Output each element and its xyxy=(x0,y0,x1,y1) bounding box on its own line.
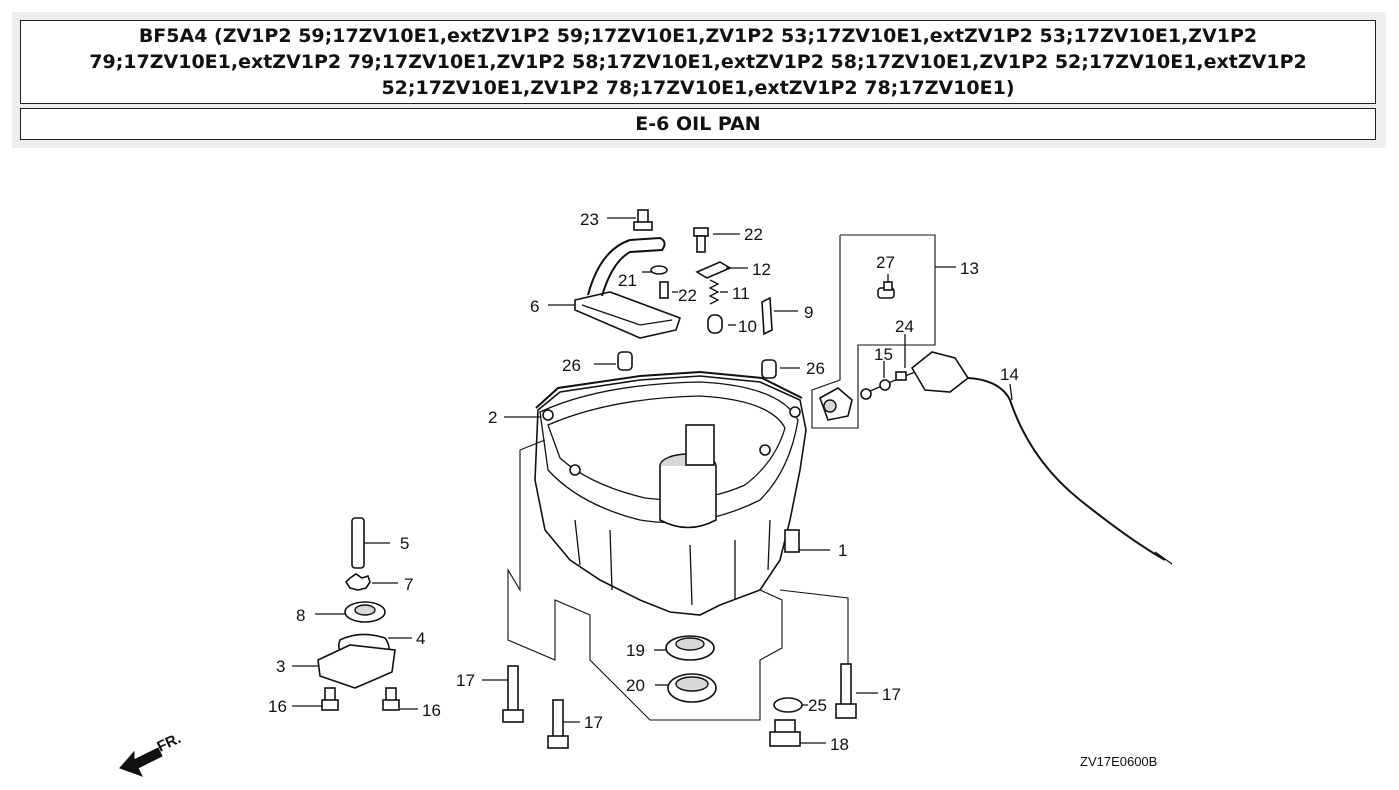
oil-seal-19[interactable] xyxy=(665,635,715,661)
clip-24[interactable] xyxy=(895,371,907,381)
nut-15[interactable] xyxy=(879,379,891,391)
screw-27[interactable] xyxy=(877,281,895,299)
front-label: FR. xyxy=(155,730,184,756)
gasket[interactable] xyxy=(535,370,803,409)
bolt-16-right[interactable] xyxy=(382,687,400,711)
oil-level-sensor[interactable] xyxy=(819,387,853,421)
callout-11: 11 xyxy=(732,284,750,303)
bolt-17-c[interactable] xyxy=(835,663,857,719)
drain-bolt-18[interactable] xyxy=(769,719,801,747)
callout-22-upper: 22 xyxy=(744,225,763,244)
callout-5: 5 xyxy=(400,534,409,553)
callout-20: 20 xyxy=(626,676,645,695)
oil-seal-20[interactable] xyxy=(667,673,717,703)
bolt-17-b[interactable] xyxy=(547,699,569,749)
callout-12: 12 xyxy=(752,260,771,279)
spring-11[interactable] xyxy=(708,279,720,305)
washer-25[interactable] xyxy=(773,697,803,713)
callout-8: 8 xyxy=(296,606,305,625)
callout-3: 3 xyxy=(276,657,285,676)
drawing-code: ZV17E0600B xyxy=(1080,754,1157,769)
cap-10[interactable] xyxy=(707,314,723,334)
callout-26-left: 26 xyxy=(562,356,581,375)
dowel-pin-26-right[interactable] xyxy=(761,359,777,379)
switch-wire-14[interactable] xyxy=(860,351,1173,565)
section-title: E-6 OIL PAN xyxy=(20,108,1376,140)
front-direction-arrow: FR. xyxy=(119,730,184,777)
callout-18: 18 xyxy=(830,735,849,754)
callout-2: 2 xyxy=(488,408,497,427)
callout-4: 4 xyxy=(416,629,425,648)
callout-17-b: 17 xyxy=(584,713,603,732)
header-panel: BF5A4 (ZV1P2 59;17ZV10E1,extZV1P2 59;17Z… xyxy=(12,12,1386,148)
bracket-9[interactable] xyxy=(761,296,773,336)
callout-25: 25 xyxy=(808,696,827,715)
callout-7: 7 xyxy=(404,575,413,594)
bolt-22-lower[interactable] xyxy=(659,281,669,299)
callout-15: 15 xyxy=(874,345,893,364)
callout-23: 23 xyxy=(580,210,599,229)
assembly-outline-right xyxy=(779,589,849,665)
callout-13: 13 xyxy=(960,259,979,278)
switch-assembly-box xyxy=(811,234,936,429)
callout-1: 1 xyxy=(838,541,847,560)
washer-21[interactable] xyxy=(650,265,668,275)
leader-lines xyxy=(292,217,1013,744)
bolt-22-upper[interactable] xyxy=(693,227,709,253)
callout-16-left: 16 xyxy=(268,697,287,716)
model-title: BF5A4 (ZV1P2 59;17ZV10E1,extZV1P2 59;17Z… xyxy=(20,20,1376,104)
oil-pan[interactable] xyxy=(534,375,807,616)
gear-7[interactable] xyxy=(344,573,371,591)
callout-21: 21 xyxy=(618,271,637,290)
callout-27: 27 xyxy=(876,253,895,272)
callout-19: 19 xyxy=(626,641,645,660)
plate-12[interactable] xyxy=(695,261,732,279)
callout-17-a: 17 xyxy=(456,671,475,690)
bolt-17-a[interactable] xyxy=(502,665,524,723)
callout-24: 24 xyxy=(895,317,914,336)
bolt-16-left[interactable] xyxy=(321,687,339,711)
shaft-5[interactable] xyxy=(351,517,365,569)
callout-16-right: 16 xyxy=(422,701,441,720)
callout-6: 6 xyxy=(530,297,539,316)
callout-17-c: 17 xyxy=(882,685,901,704)
callout-26-right: 26 xyxy=(806,359,825,378)
assembly-outline-left xyxy=(507,450,783,721)
dowel-pin-26-left[interactable] xyxy=(617,351,633,371)
callout-22-lower: 22 xyxy=(678,286,697,305)
callout-10: 10 xyxy=(738,317,757,336)
plate-3[interactable] xyxy=(317,644,396,689)
breather-cover[interactable] xyxy=(574,236,682,339)
bearing-8[interactable] xyxy=(344,601,386,623)
callout-14: 14 xyxy=(1000,365,1019,384)
bolt-23[interactable] xyxy=(633,209,653,231)
callout-9: 9 xyxy=(804,303,813,322)
